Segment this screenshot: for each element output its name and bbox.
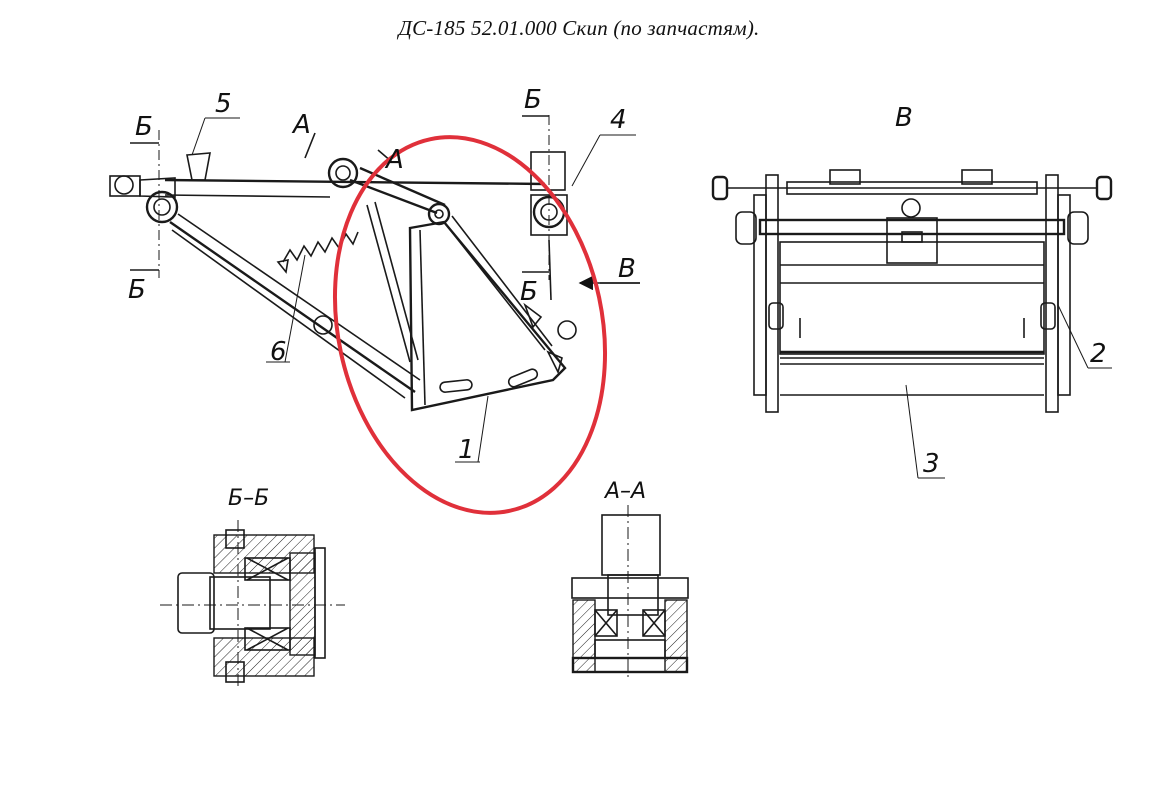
label-arrow-v: В [618,254,636,284]
drawing-title: ДС-185 52.01.000 Скип (по запчастям). [398,16,760,40]
label-cut-a1: А [291,110,311,140]
label-cut-b-right-top: Б [524,85,542,115]
highlight-ellipse [332,135,608,515]
section-aa [571,505,689,680]
label-view-v: В [895,103,913,133]
label-pos6: 6 [270,337,287,367]
side-view-skip [109,115,640,463]
label-pos3: 3 [923,449,940,479]
label-section-bb: Б–Б [228,486,269,511]
label-pos1: 1 [458,435,475,465]
label-cut-a2: А [384,145,404,175]
label-cut-b-left-top: Б [135,112,153,142]
label-pos4: 4 [610,105,627,135]
label-section-aa: А–А [603,479,646,504]
front-view-v [711,169,1113,479]
section-bb [160,520,345,690]
label-pos5: 5 [215,89,232,119]
label-pos2: 2 [1090,339,1107,369]
label-cut-b-left-bottom: Б [128,275,146,305]
label-cut-b-right-bottom: Б [520,277,538,307]
